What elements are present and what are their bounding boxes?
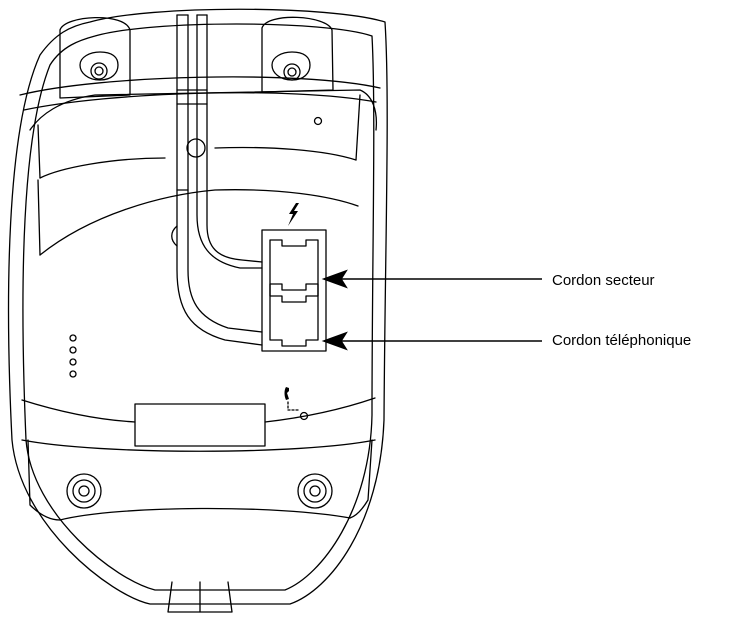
bottom-band-lower [59,507,351,521]
power-arrowhead [321,269,348,289]
small-hole [313,116,323,126]
foot-well-top-right [261,16,334,93]
top-ledge-step [39,157,166,179]
foot-well-top-left [59,16,131,99]
side-dot-1 [69,334,77,342]
power-jack [269,239,319,303]
side-dot-2 [69,346,77,354]
cable-channel-right-outer [196,14,263,269]
phone-connector-line [287,401,301,411]
phone-handset-icon [284,387,289,400]
top-bumper-inner [23,92,377,111]
base-inner-outline [22,23,375,591]
bottom-bumper-left [21,399,136,423]
phone-jack [269,283,319,347]
channel-notch-top [186,138,206,158]
foot-bottom-right-mid [303,479,327,503]
bottom-band [21,439,376,452]
top-bumper [19,76,381,96]
foot-top-right-slot [271,51,311,81]
power-cord-label: Cordon secteur [552,272,655,289]
label-plate [134,403,266,447]
phone-cord-label: Cordon téléphonique [552,332,692,349]
mid-curve-left-end [37,179,41,256]
jacks-panel [261,229,327,352]
base-outer-outline [7,8,388,605]
foot-bottom-left-mid [72,479,96,503]
foot-bottom-right-outer [297,473,333,509]
top-ledge-step-right [214,146,357,161]
top-ledge [29,89,378,131]
phone-arrowhead [321,331,348,351]
top-ledge-side-left [37,124,41,179]
foot-top-left-inner [94,66,104,76]
lightning-bolt-icon [288,203,299,226]
foot-top-right-outer [283,63,301,81]
side-dot-4 [69,370,77,378]
bottom-bumper-right [264,397,376,423]
foot-bottom-left-inner [78,485,90,497]
top-ledge-side-right [355,94,361,161]
bottom-band-side-right [349,439,373,519]
bottom-band-side-left [27,439,61,521]
cable-channel-right-inner [206,14,263,263]
phone-connector-dot [299,411,309,421]
cable-channel-left-inner [187,14,263,333]
foot-bottom-right-inner [309,485,321,497]
cable-channel-left-outer [176,14,263,346]
channel-notch-left [171,225,178,247]
mid-curve [39,189,359,256]
foot-top-right-inner [287,67,297,77]
side-dot-3 [69,358,77,366]
foot-top-left-outer [90,62,108,80]
foot-top-left-slot [79,51,119,81]
foot-bottom-left-outer [66,473,102,509]
